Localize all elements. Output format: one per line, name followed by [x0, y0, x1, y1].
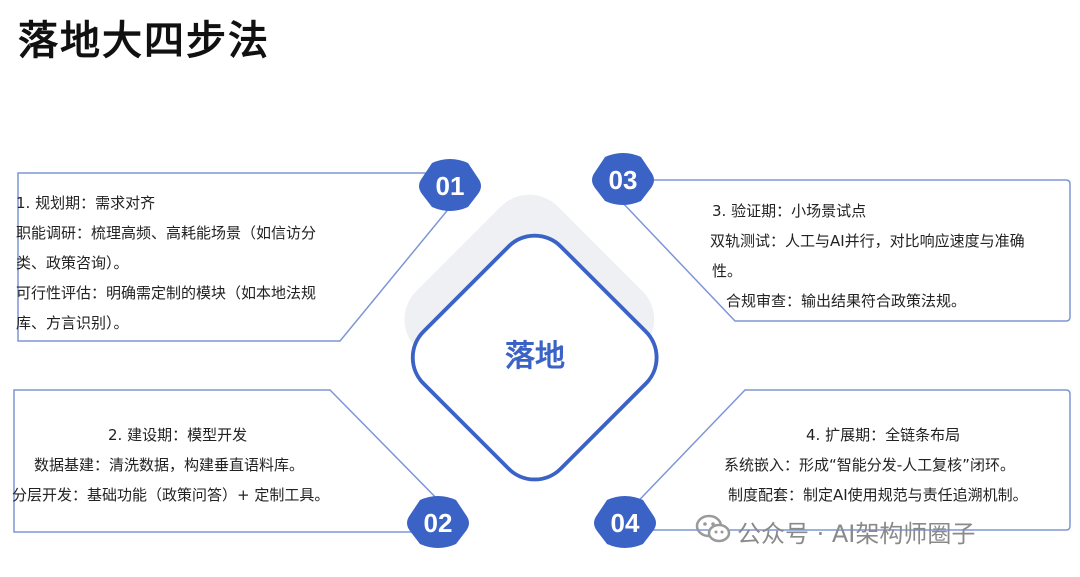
step-03-heading: 3. 验证期：小场景试点 — [712, 202, 867, 220]
step-03-line: 双轨测试：人工与AI并行，对比响应速度与准确 — [710, 232, 1025, 250]
badge-03 — [592, 153, 654, 205]
step-04-line: 系统嵌入：形成“智能分发-人工复核”闭环。 — [724, 456, 1015, 474]
badge-04-number: 04 — [610, 508, 640, 538]
badge-03-number: 03 — [608, 165, 638, 195]
watermark: 公众号 · AI架构师圈子 — [695, 514, 975, 554]
center-diamond — [410, 233, 659, 482]
step-04-line: 制度配套：制定AI使用规范与责任追溯机制。 — [728, 486, 1028, 504]
step-03-line: 合规审查：输出结果符合政策法规。 — [726, 292, 967, 310]
step-02-text: 2. 建设期：模型开发 数据基建：清洗数据，构建垂直语料库。 分层开发：基础功能… — [12, 420, 329, 510]
step-01-line: 可行性评估：明确需定制的模块（如本地法规 — [16, 284, 317, 302]
wechat-icon — [695, 514, 731, 556]
step-04-heading: 4. 扩展期：全链条布局 — [806, 426, 961, 444]
card-04-outline — [618, 389, 1071, 531]
card-03-outline — [608, 179, 1071, 322]
page-title: 落地大四步法 — [18, 18, 270, 64]
step-01-line: 职能调研：梳理高频、高耗能场景（如信访分 — [16, 224, 317, 242]
step-01-line: 库、方言识别）。 — [16, 314, 129, 332]
step-03-text: 3. 验证期：小场景试点 双轨测试：人工与AI并行，对比响应速度与准确 性。 合… — [710, 196, 1025, 316]
step-01-heading: 1. 规划期：需求对齐 — [16, 194, 156, 212]
step-02-line: 分层开发：基础功能（政策问答）+ 定制工具。 — [12, 486, 330, 504]
step-02-line: 数据基建：清洗数据，构建垂直语料库。 — [34, 456, 305, 474]
step-04-text: 4. 扩展期：全链条布局 系统嵌入：形成“智能分发-人工复核”闭环。 制度配套：… — [720, 420, 1028, 510]
badge-01-number: 01 — [435, 171, 465, 201]
badge-02 — [407, 496, 469, 548]
badge-02-number: 02 — [423, 508, 453, 538]
step-01-line: 类、政策咨询）。 — [16, 254, 129, 272]
step-01-text: 1. 规划期：需求对齐 职能调研：梳理高频、高耗能场景（如信访分 类、政策咨询）… — [16, 188, 316, 338]
badge-01 — [419, 159, 481, 211]
step-03-line: 性。 — [712, 262, 743, 280]
watermark-text: 公众号 · AI架构师圈子 — [737, 520, 976, 548]
step-02-heading: 2. 建设期：模型开发 — [108, 426, 248, 444]
badge-04 — [594, 496, 656, 548]
center-label: 落地 — [505, 339, 565, 374]
